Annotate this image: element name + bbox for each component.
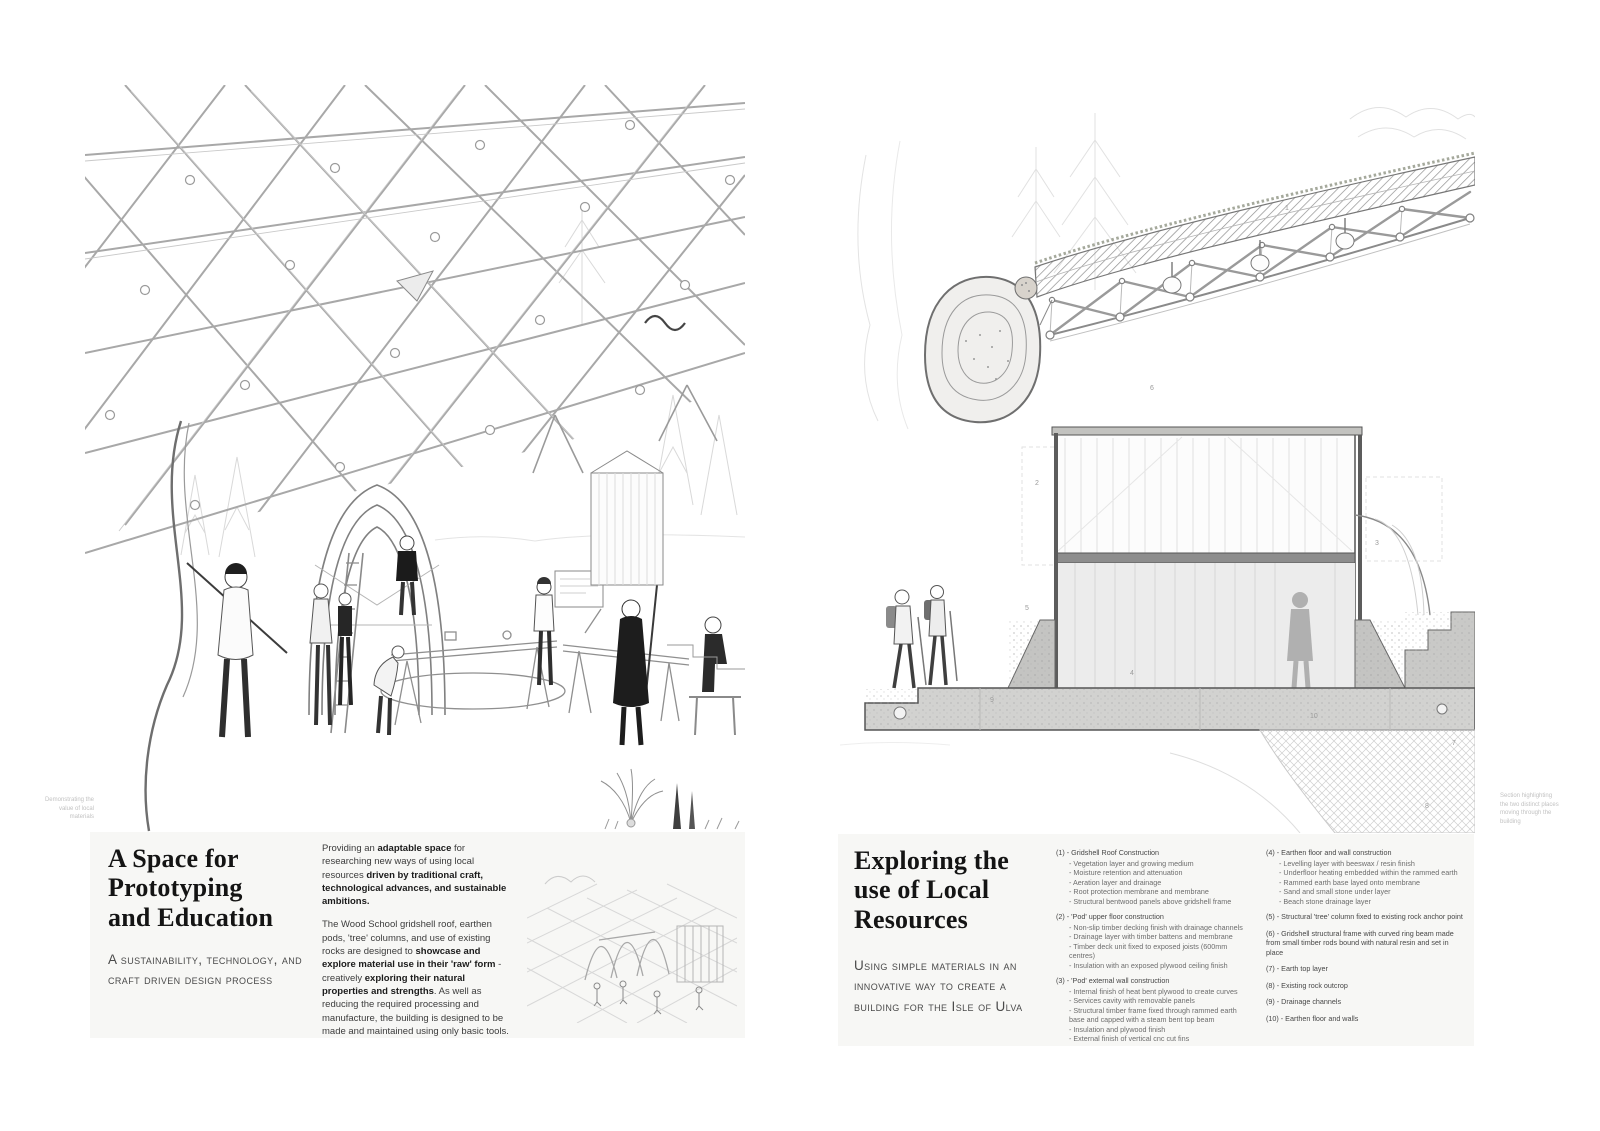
construction-notes-column-1: (1) - Gridshell Roof Construction - Vege… xyxy=(1056,848,1252,1050)
left-panel-title: A Space for Prototyping and Education xyxy=(108,844,274,932)
gridshell-frame xyxy=(1045,190,1475,342)
section-ref-label: 6 xyxy=(1150,385,1154,392)
left-text-strip: A Space for Prototyping and Education A … xyxy=(90,832,745,1038)
background-trees xyxy=(180,203,745,558)
note-head: (4) - Earthen floor and wall constructio… xyxy=(1266,848,1392,857)
work-tables xyxy=(380,608,690,726)
note-group: (6) - Gridshell structural frame with cu… xyxy=(1266,929,1466,958)
right-text-strip: Exploring the use of Local Resources Usi… xyxy=(838,834,1474,1046)
reference-box xyxy=(1021,446,1081,566)
note-head: (6) - Gridshell structural frame with cu… xyxy=(1266,928,1454,957)
left-margin-caption: Demonstrating the value of local materia… xyxy=(44,797,94,821)
building-section-drawing xyxy=(839,107,1475,833)
ring-beam-coil xyxy=(923,275,1053,424)
right-margin-caption: Section highlighting the two distinct pl… xyxy=(1500,793,1559,826)
note-group: (7) - Earth top layer xyxy=(1266,964,1466,974)
left-panel-body: Providing an adaptable space for researc… xyxy=(322,842,514,1048)
hanging-lamps xyxy=(1162,218,1355,294)
roof-panel-detail xyxy=(396,270,434,302)
gridshell-roof-lattice xyxy=(85,85,745,554)
note-group: (1) - Gridshell Roof Construction - Vege… xyxy=(1056,848,1252,906)
note-group: (2) - 'Pod' upper floor construction - N… xyxy=(1056,912,1252,970)
note-head: (10) - Earthen floor and walls xyxy=(1266,1013,1359,1023)
stairs xyxy=(667,644,745,670)
roof-struts xyxy=(532,384,718,474)
section-ref-label: 9 xyxy=(990,697,994,704)
note-group: (5) - Structural 'tree' column fixed to … xyxy=(1266,912,1466,922)
construction-notes-column-2: (4) - Earthen floor and wall constructio… xyxy=(1266,848,1466,1030)
note-items: - Internal finish of heat bent plywood t… xyxy=(1069,986,1238,1044)
figure-seated xyxy=(689,616,741,736)
hiker-figures xyxy=(886,585,958,689)
figure-walking-foreground xyxy=(186,562,288,738)
green-roof-band xyxy=(1034,151,1475,298)
section-ref-label: 7 xyxy=(1452,740,1456,747)
left-panel-subtitle: A sustainability, technology, and craft … xyxy=(108,952,303,988)
note-head: (5) - Structural 'tree' column fixed to … xyxy=(1266,912,1463,921)
figures-at-ladder xyxy=(309,583,353,726)
plants xyxy=(600,768,740,830)
note-group: (4) - Earthen floor and wall constructio… xyxy=(1266,848,1466,906)
timber-cabin xyxy=(590,450,664,586)
rock-outcrop xyxy=(839,729,1475,833)
note-items: - Non-slip timber decking finish with dr… xyxy=(1069,922,1243,970)
right-panel-subtitle: Using simple materials in an innovative … xyxy=(854,958,1023,1014)
note-head: (3) - 'Pod' external wall construction xyxy=(1056,976,1170,985)
body-paragraph-2: The Wood School gridshell roof, earthen … xyxy=(322,919,509,1037)
figure-dark-coat xyxy=(613,584,658,746)
reference-box xyxy=(1365,476,1443,562)
note-head: (7) - Earth top layer xyxy=(1266,964,1328,973)
note-group: (3) - 'Pod' external wall construction -… xyxy=(1056,976,1252,1044)
section-ref-label: 4 xyxy=(1130,670,1134,677)
section-figure xyxy=(1287,592,1313,689)
note-items: - Vegetation layer and growing medium - … xyxy=(1069,858,1232,906)
figure-bending xyxy=(373,645,405,736)
section-ref-label: 3 xyxy=(1375,540,1379,547)
section-ref-label: 8 xyxy=(1425,803,1429,810)
body-paragraph-1: Providing an adaptable space for researc… xyxy=(322,843,507,908)
figure-on-pod xyxy=(396,535,418,616)
right-section-drawing: 1 2 3 4 5 6 7 8 9 10 xyxy=(830,85,1475,833)
figure-at-whiteboard xyxy=(533,570,604,686)
left-perspective-drawing xyxy=(85,85,745,833)
right-panel-title: Exploring the use of Local Resources xyxy=(854,846,1010,934)
note-head: (1) - Gridshell Roof Construction xyxy=(1056,848,1160,857)
platform-slab xyxy=(864,687,1475,731)
note-head: (9) - Drainage channels xyxy=(1266,997,1342,1006)
section-ref-label: 2 xyxy=(1035,480,1039,487)
pod-section xyxy=(1051,426,1431,689)
section-ref-label: 1 xyxy=(1285,205,1289,212)
background-trees xyxy=(857,107,1475,430)
note-group: (9) - Drainage channels xyxy=(1266,997,1466,1007)
gridshell-interior-drawing xyxy=(85,85,745,832)
section-ref-label: 5 xyxy=(1025,605,1029,612)
earthen-base xyxy=(1007,611,1475,689)
hanging-cable xyxy=(144,420,198,832)
note-group: (8) - Existing rock outcrop xyxy=(1266,981,1466,991)
note-head: (8) - Existing rock outcrop xyxy=(1266,980,1348,990)
isometric-sketch xyxy=(526,848,738,1024)
carved-beam-detail xyxy=(644,314,686,332)
section-ref-label: 10 xyxy=(1310,713,1318,720)
note-group: (10) - Earthen floor and walls xyxy=(1266,1014,1466,1024)
note-items: - Levelling layer with beeswax / resin f… xyxy=(1279,858,1458,906)
note-head: (2) - 'Pod' upper floor construction xyxy=(1056,912,1164,921)
